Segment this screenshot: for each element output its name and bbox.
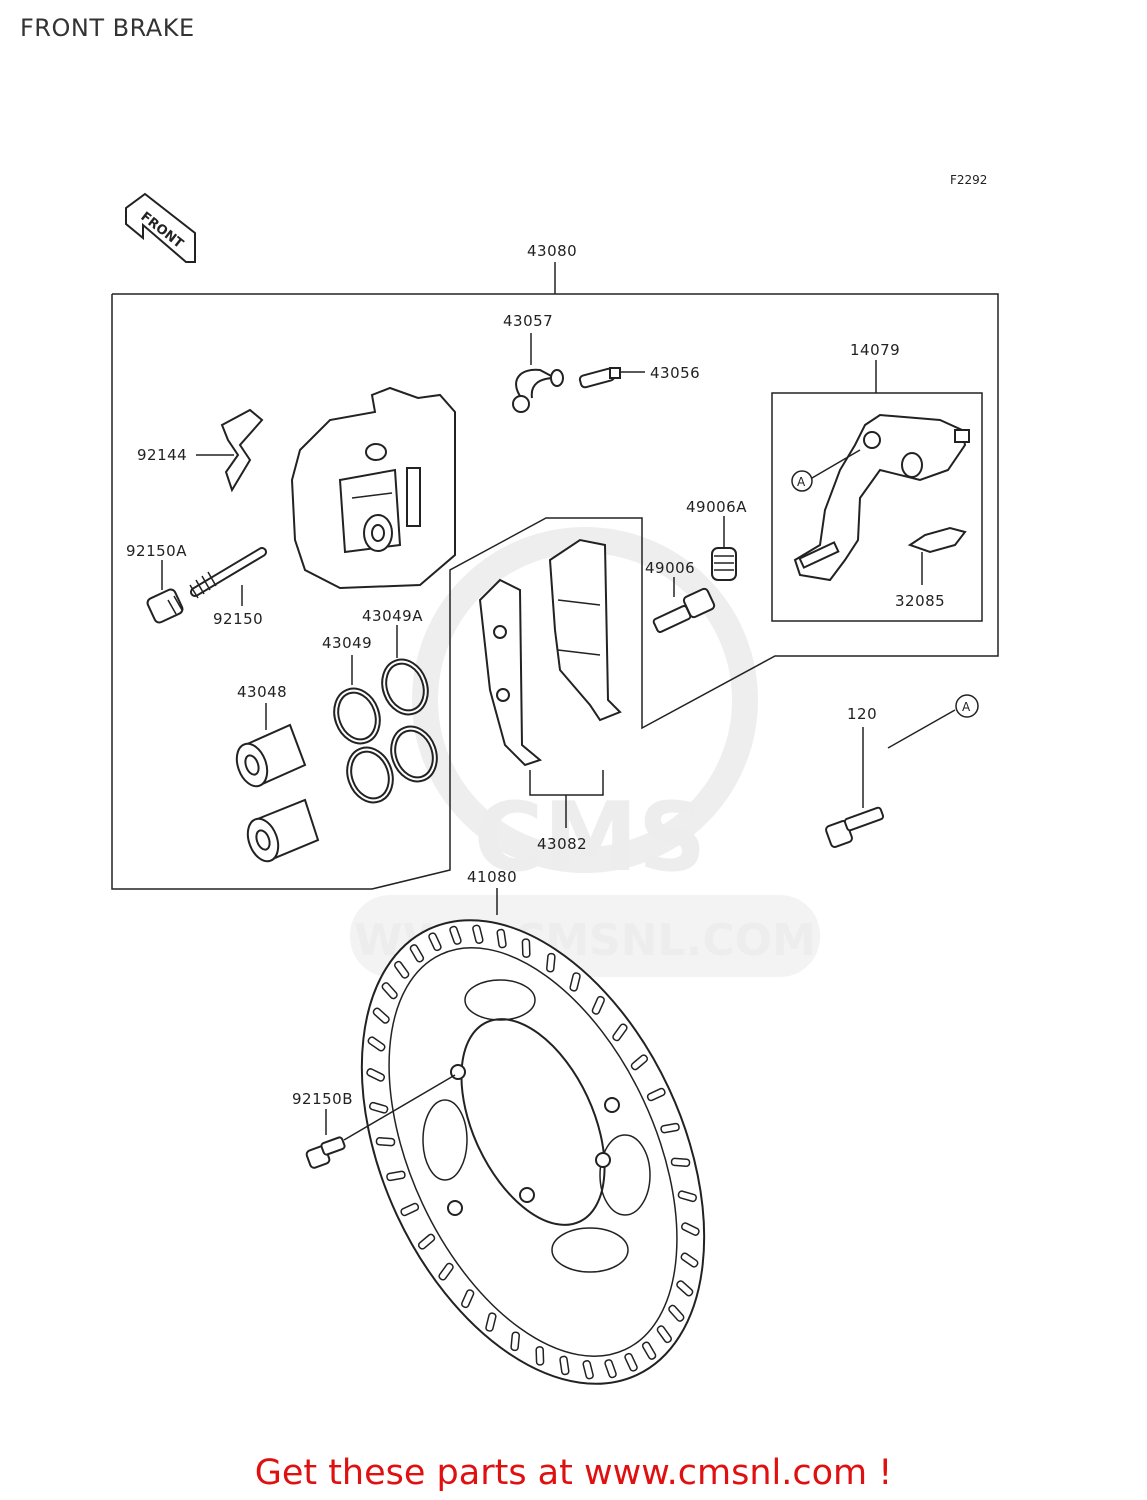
disc-slot	[510, 1331, 520, 1352]
disc-slot	[485, 1312, 497, 1332]
disc-slot	[375, 1137, 396, 1147]
disc-slot	[409, 944, 425, 963]
disc-slot	[381, 982, 398, 1000]
plug-92150a	[146, 560, 184, 624]
disc-slot	[676, 1280, 694, 1297]
brake-pads-43082	[478, 538, 622, 828]
label-43057: 43057	[503, 312, 553, 330]
label-92150b: 92150B	[292, 1090, 353, 1108]
label-92150: 92150	[213, 610, 263, 628]
bleeder-43056	[578, 367, 645, 389]
disc-slot	[677, 1190, 697, 1203]
disc-slot	[591, 995, 605, 1015]
disc-slots	[366, 924, 700, 1380]
disc-slot	[630, 1054, 649, 1071]
label-43049: 43049	[322, 634, 372, 652]
disc-slot	[496, 928, 507, 949]
disc-slot	[369, 1101, 389, 1114]
disc-slot	[521, 938, 531, 958]
disc-slot	[417, 1233, 436, 1250]
label-43082: 43082	[537, 835, 587, 853]
callout-labels: 43080 43057 43056 14079 92144 49006A 921…	[126, 242, 945, 1108]
disc-slot	[680, 1252, 699, 1268]
disc-slot	[624, 1352, 638, 1372]
figure-code: F2292	[950, 173, 987, 187]
label-120: 120	[847, 705, 877, 723]
seals-43049a	[381, 625, 438, 783]
label-41080: 41080	[467, 868, 517, 886]
pin-49006	[652, 577, 716, 633]
disc-slot	[680, 1222, 700, 1236]
disc-slot	[535, 1346, 545, 1366]
disc-slot	[449, 925, 462, 945]
disc-slot	[656, 1325, 673, 1344]
label-92150a: 92150A	[126, 542, 187, 560]
disc-slot	[461, 1289, 475, 1309]
label-43080: 43080	[527, 242, 577, 260]
disc-slot	[660, 1122, 680, 1134]
disc-slot	[400, 1202, 420, 1217]
boot-49006a	[711, 516, 737, 581]
disc-slot	[559, 1355, 570, 1376]
watermark-brand: CMS	[474, 783, 707, 893]
cta-link[interactable]: Get these parts at www.cmsnl.com !	[254, 1453, 893, 1493]
disc-slot	[582, 1360, 594, 1380]
disc-slot	[393, 960, 410, 979]
seals-43049	[333, 655, 394, 804]
disc-slot	[372, 1007, 390, 1024]
bolt-92150b	[305, 1074, 456, 1169]
label-49006: 49006	[645, 559, 695, 577]
disc-slot	[641, 1341, 657, 1360]
ref-a-bolt: A	[962, 700, 971, 714]
pin-92150	[189, 547, 267, 606]
fitting-43057	[512, 333, 564, 413]
disc-slot	[604, 1359, 617, 1379]
bolt-120: A	[825, 694, 979, 848]
disc-slot	[386, 1170, 406, 1182]
caliper-body	[290, 386, 456, 590]
disc-slot	[367, 1036, 386, 1052]
ref-a-holder: A	[797, 475, 806, 489]
brake-disc-41080	[360, 888, 706, 1385]
label-92144: 92144	[137, 446, 187, 464]
disc-slot	[472, 924, 484, 944]
holder-14079: A	[791, 413, 970, 582]
disc-slot	[438, 1262, 454, 1281]
disc-slot	[366, 1068, 386, 1082]
disc-slot	[428, 932, 442, 952]
label-49006a: 49006A	[686, 498, 747, 516]
disc-slot	[670, 1157, 691, 1167]
disc-slot	[546, 952, 556, 973]
page-title: FRONT BRAKE	[20, 14, 195, 42]
disc-slot	[668, 1304, 685, 1322]
label-32085: 32085	[895, 592, 945, 610]
label-14079: 14079	[850, 341, 900, 359]
holder-bracket	[771, 360, 983, 622]
label-43056: 43056	[650, 364, 700, 382]
parts-diagram: CMS WWW.CMSNL.COM F2292 FRONT	[111, 173, 999, 1385]
label-43049a: 43049A	[362, 607, 423, 625]
caliper-assembly-bracket	[111, 262, 999, 890]
disc-slot	[569, 972, 581, 992]
disc-slot	[612, 1023, 628, 1042]
spring-92144	[196, 408, 264, 493]
pistons-43048	[235, 703, 320, 863]
clip-32085	[907, 526, 967, 585]
front-arrow-icon: FRONT	[125, 192, 196, 263]
label-43048: 43048	[237, 683, 287, 701]
disc-slot	[646, 1087, 666, 1102]
